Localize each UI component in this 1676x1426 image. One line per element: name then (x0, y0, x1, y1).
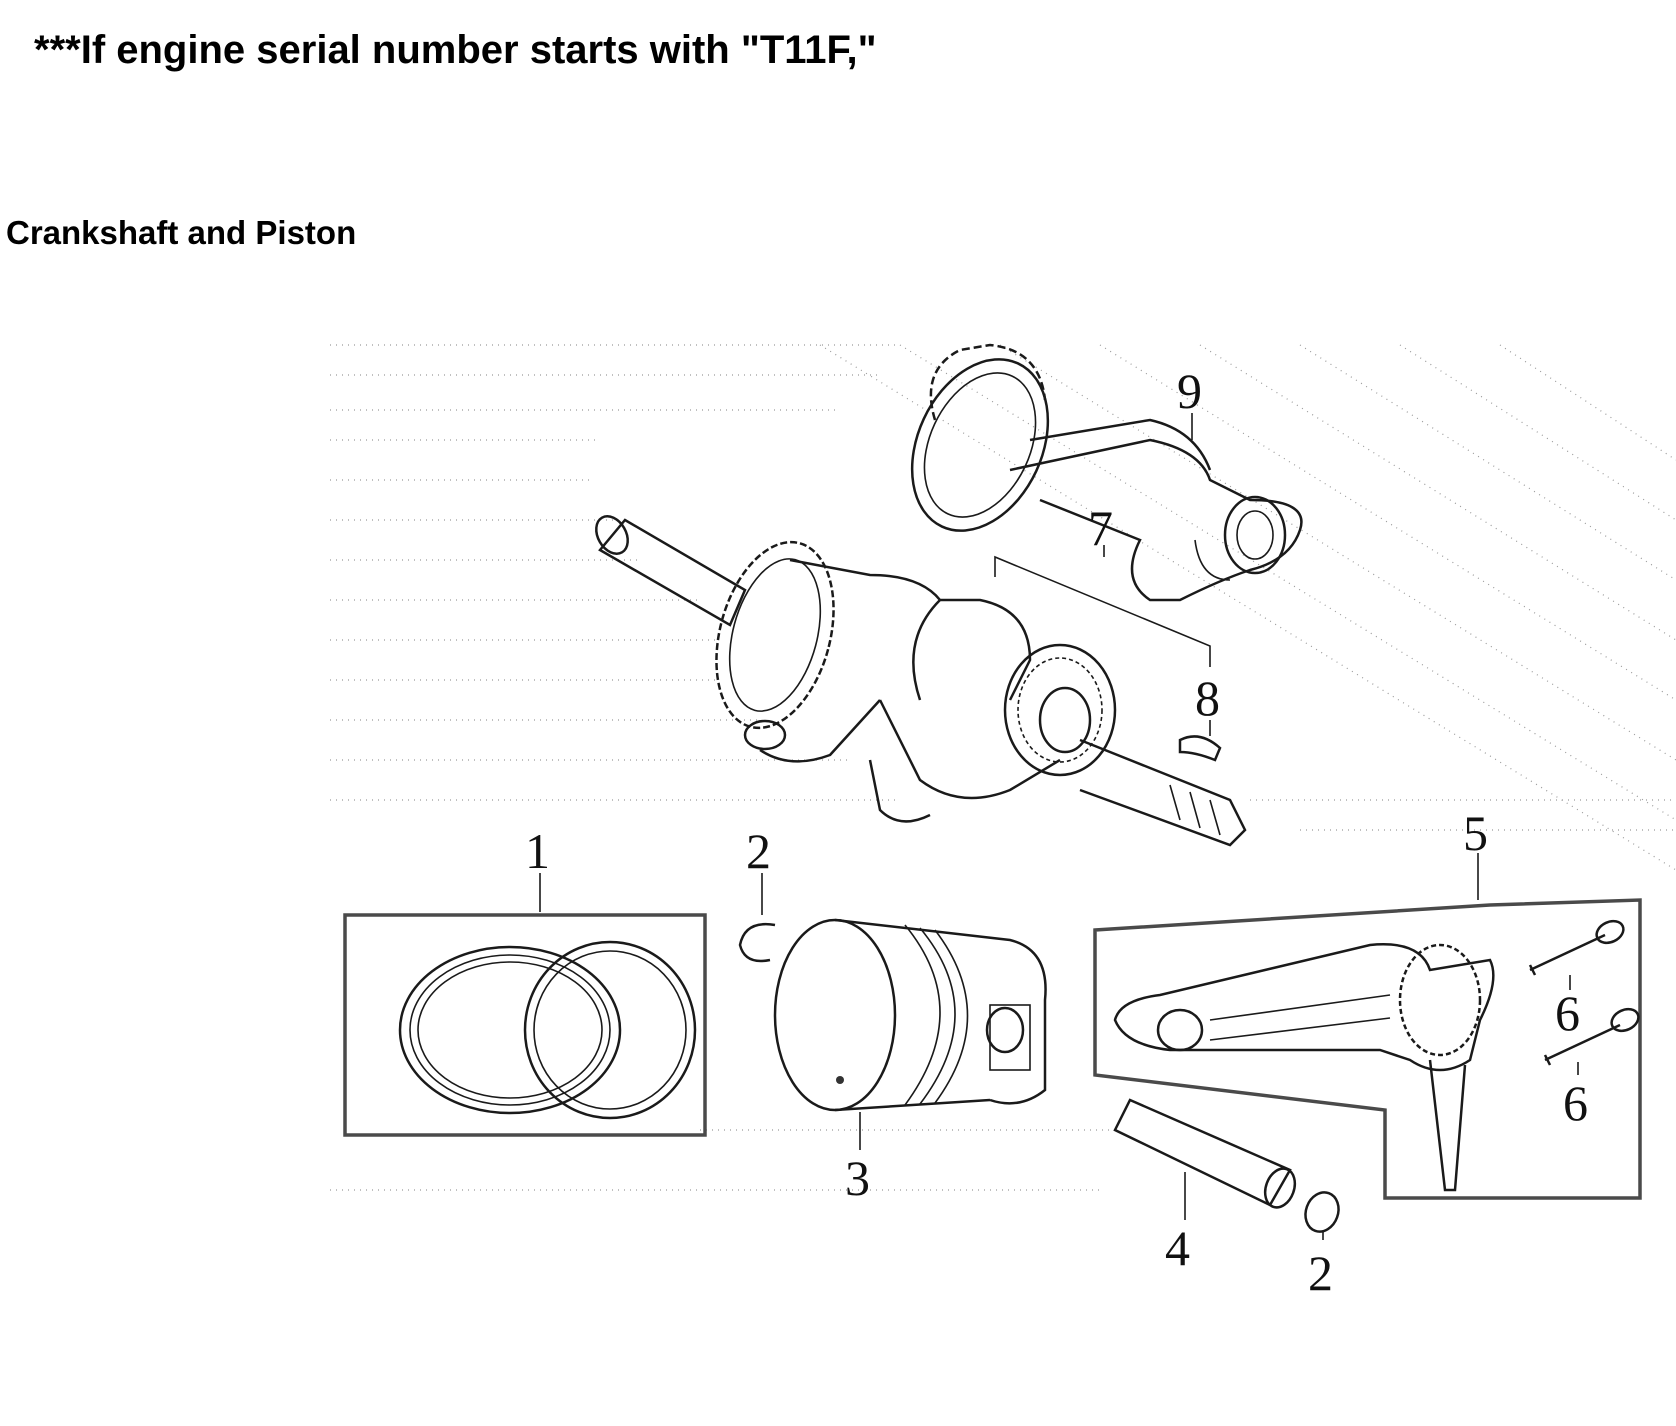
rod-bolt-part (1528, 919, 1625, 976)
camshaft-gear-part (910, 343, 1303, 602)
callout-8: 8 (1195, 670, 1220, 726)
crankshaft-part (595, 515, 1247, 847)
callout-2: 2 (1308, 1245, 1333, 1301)
piston-rings-part (343, 913, 707, 1137)
circlip-part (1304, 1191, 1340, 1233)
callout-6: 6 (1563, 1075, 1588, 1131)
callout-9: 9 (1177, 363, 1202, 419)
callout-7: 7 (1088, 500, 1113, 556)
piston-part (773, 918, 1047, 1112)
callout-5: 5 (1463, 805, 1488, 861)
connecting-rod-part (1093, 898, 1642, 1200)
rod-bolt-part (1543, 1007, 1640, 1066)
woodruff-key-part (1178, 735, 1222, 762)
page-heading: ***If engine serial number starts with "… (34, 28, 877, 72)
background-dot-pattern (330, 344, 1676, 1191)
section-title: Crankshaft and Piston (6, 214, 357, 251)
callout-1: 1 (525, 823, 550, 879)
circlip-part (738, 922, 776, 963)
callout-2: 2 (746, 823, 771, 879)
leader-lines (539, 413, 1579, 1240)
callout-4: 4 (1165, 1220, 1190, 1276)
callout-3: 3 (845, 1150, 870, 1206)
callout-6: 6 (1555, 985, 1580, 1041)
piston-pin-part (1113, 1098, 1297, 1209)
